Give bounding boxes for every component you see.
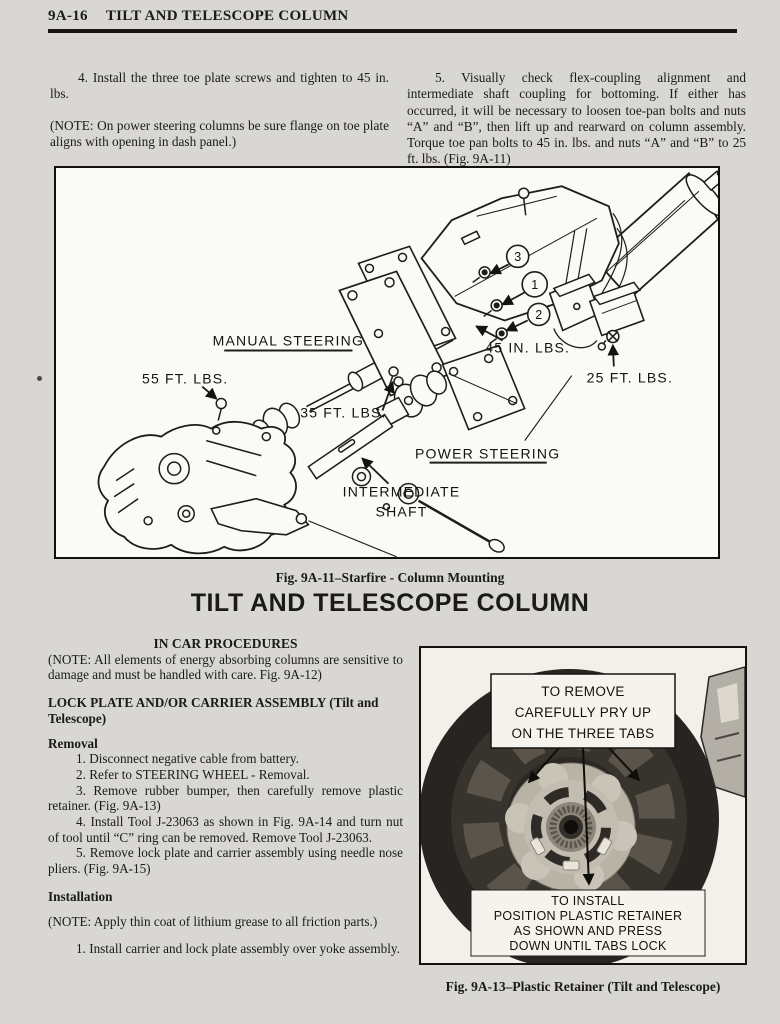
callout-2: 2 <box>535 308 542 322</box>
install-label-line-3: AS SHOWN AND PRESS <box>514 924 663 938</box>
removal-step-1: 1. Disconnect negative cable from batter… <box>76 751 299 767</box>
install-label-line-2: POSITION PLASTIC RETAINER <box>494 909 683 923</box>
removal-step-4: 4. Install Tool J-23063 as shown in Fig.… <box>48 814 403 845</box>
figure-9a13-box: TO REMOVE CAREFULLY PRY UP ON THE THREE … <box>419 646 747 965</box>
intro-left-column: 4. Install the three toe plate screws an… <box>50 70 389 150</box>
removal-step-5: 5. Remove lock plate and carrier assembl… <box>48 845 403 877</box>
in-car-procedures-heading: IN CAR PROCEDURES <box>153 636 298 651</box>
label-power-steering: POWER STEERING <box>415 446 560 462</box>
install-label-line-4: DOWN UNTIL TABS LOCK <box>509 939 667 953</box>
step-4-paragraph: 4. Install the three toe plate screws an… <box>50 70 389 102</box>
callout-1: 1 <box>531 278 538 292</box>
intro-right-column: 5. Visually check flex-coupling alignmen… <box>407 70 746 168</box>
remove-label-line-2: CAREFULLY PRY UP <box>515 705 652 720</box>
removal-step-3: 3. Remove rubber bumper, then carefully … <box>48 782 403 814</box>
page-number: 9A-16 <box>48 8 88 24</box>
page-header-title: TILT AND TELESCOPE COLUMN <box>105 8 349 24</box>
remove-label-line-1: TO REMOVE <box>541 684 624 699</box>
figure-9a13-caption: Fig. 9A-13–Plastic Retainer (Tilt and Te… <box>445 979 721 994</box>
label-shaft: SHAFT <box>376 504 428 520</box>
label-55-ft-lbs: 55 FT. LBS. <box>142 371 228 387</box>
label-35-ft-lbs: 35 FT. LBS. <box>300 405 386 421</box>
note-lithium-grease: (NOTE: Apply thin coat of lithium grease… <box>48 913 378 929</box>
figure-9a13: TO REMOVE CAREFULLY PRY UP ON THE THREE … <box>419 646 747 995</box>
note-toe-plate: (NOTE: On power steering columns be sure… <box>50 117 389 149</box>
label-45-in-lbs: 45 IN. LBS. <box>485 339 570 355</box>
scan-artifact <box>37 376 42 381</box>
header-rule <box>48 29 737 33</box>
label-manual-steering: MANUAL STEERING <box>213 332 364 348</box>
callout-3: 3 <box>514 250 521 264</box>
installation-heading: Installation <box>48 888 113 904</box>
installation-step-1: 1. Install carrier and lock plate assemb… <box>76 941 400 957</box>
step-5-paragraph: 5. Visually check flex-coupling alignmen… <box>407 70 746 167</box>
remove-label-line-3: ON THE THREE TABS <box>512 726 655 741</box>
removal-heading: Removal <box>48 735 98 751</box>
install-label-line-1: TO INSTALL <box>551 894 624 908</box>
plastic-retainer-photo: TO REMOVE CAREFULLY PRY UP ON THE THREE … <box>421 649 745 963</box>
column-mounting-illustration: MANUAL STEERING POWER STEERING INTERMEDI… <box>97 170 718 557</box>
figure-9a11-box: MANUAL STEERING POWER STEERING INTERMEDI… <box>54 166 720 559</box>
page-header: 9A-16 TILT AND TELESCOPE COLUMN <box>48 8 736 25</box>
procedures-column: IN CAR PROCEDURES (NOTE: All elements of… <box>48 636 403 957</box>
lock-plate-heading: LOCK PLATE AND/OR CARRIER ASSEMBLY (Tilt… <box>48 695 379 726</box>
label-intermediate: INTERMEDIATE <box>343 484 461 500</box>
note-energy-absorbing: (NOTE: All elements of energy absorbing … <box>48 651 403 683</box>
removal-step-2: 2. Refer to STEERING WHEEL - Removal. <box>76 766 310 782</box>
label-25-ft-lbs: 25 FT. LBS. <box>587 370 673 386</box>
figure-9a11-caption: Fig. 9A-11–Starfire - Column Mounting <box>275 570 505 585</box>
section-title: TILT AND TELESCOPE COLUMN <box>190 589 590 617</box>
